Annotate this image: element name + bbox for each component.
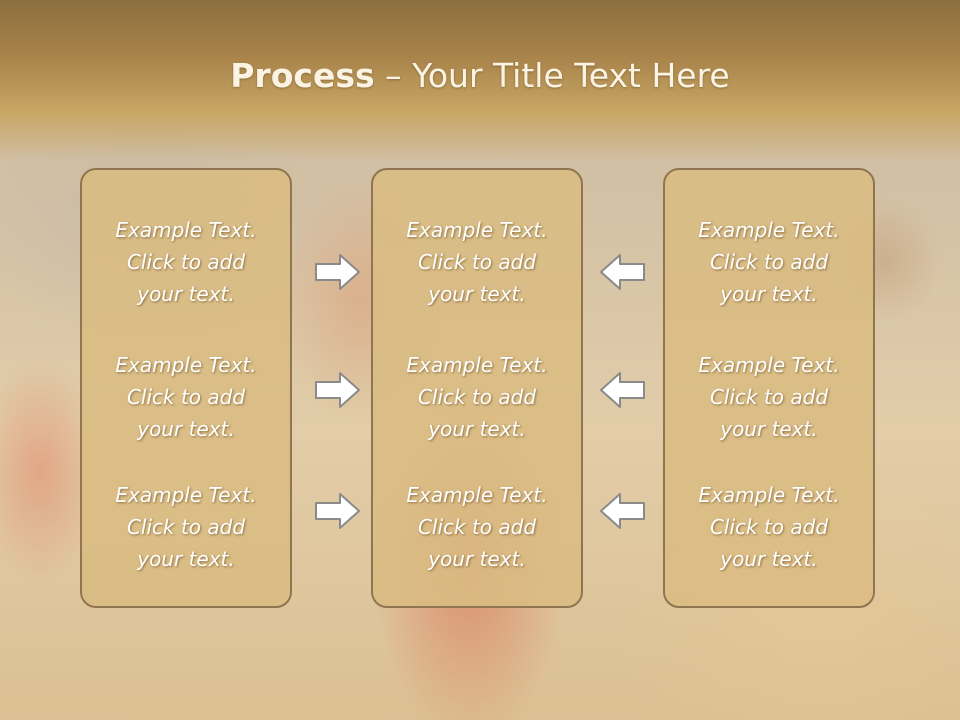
text-line: Click to add: [417, 250, 537, 274]
text-line: Example Text.: [115, 353, 257, 377]
text-line: Click to add: [126, 515, 246, 539]
arrow-left-icon: [600, 254, 645, 290]
text-block[interactable]: Example Text. Click to add your text.: [373, 214, 581, 310]
slide-title[interactable]: Process – Your Title Text Here: [0, 54, 960, 98]
text-block[interactable]: Example Text. Click to add your text.: [82, 479, 290, 575]
text-line: Example Text.: [698, 353, 840, 377]
arrow-right-icon: [315, 254, 360, 290]
text-line: your text.: [720, 547, 818, 571]
text-line: Click to add: [709, 515, 829, 539]
title-rest: – Your Title Text Here: [374, 56, 730, 95]
text-block[interactable]: Example Text. Click to add your text.: [373, 349, 581, 445]
text-line: Example Text.: [698, 218, 840, 242]
text-line: Example Text.: [406, 353, 548, 377]
text-line: Example Text.: [406, 218, 548, 242]
text-line: Click to add: [417, 515, 537, 539]
text-line: your text.: [428, 282, 526, 306]
arrow-left-icon: [600, 493, 645, 529]
text-line: Example Text.: [115, 483, 257, 507]
text-block[interactable]: Example Text. Click to add your text.: [665, 349, 873, 445]
text-block[interactable]: Example Text. Click to add your text.: [373, 479, 581, 575]
text-line: your text.: [720, 417, 818, 441]
text-line: your text.: [137, 417, 235, 441]
text-line: Example Text.: [406, 483, 548, 507]
text-line: Example Text.: [115, 218, 257, 242]
text-line: Click to add: [709, 250, 829, 274]
arrow-left-icon: [600, 372, 645, 408]
title-bold: Process: [230, 56, 375, 95]
text-block[interactable]: Example Text. Click to add your text.: [665, 479, 873, 575]
text-line: Example Text.: [698, 483, 840, 507]
text-block[interactable]: Example Text. Click to add your text.: [82, 214, 290, 310]
text-line: your text.: [428, 417, 526, 441]
arrow-right-icon: [315, 493, 360, 529]
text-block[interactable]: Example Text. Click to add your text.: [82, 349, 290, 445]
text-line: Click to add: [709, 385, 829, 409]
process-box-center[interactable]: Example Text. Click to add your text. Ex…: [371, 168, 583, 608]
text-line: your text.: [428, 547, 526, 571]
text-line: Click to add: [417, 385, 537, 409]
process-box-left[interactable]: Example Text. Click to add your text. Ex…: [80, 168, 292, 608]
text-line: Click to add: [126, 250, 246, 274]
arrow-right-icon: [315, 372, 360, 408]
text-line: Click to add: [126, 385, 246, 409]
title-band: [0, 0, 960, 160]
text-line: your text.: [137, 282, 235, 306]
text-block[interactable]: Example Text. Click to add your text.: [665, 214, 873, 310]
text-line: your text.: [720, 282, 818, 306]
text-line: your text.: [137, 547, 235, 571]
process-box-right[interactable]: Example Text. Click to add your text. Ex…: [663, 168, 875, 608]
